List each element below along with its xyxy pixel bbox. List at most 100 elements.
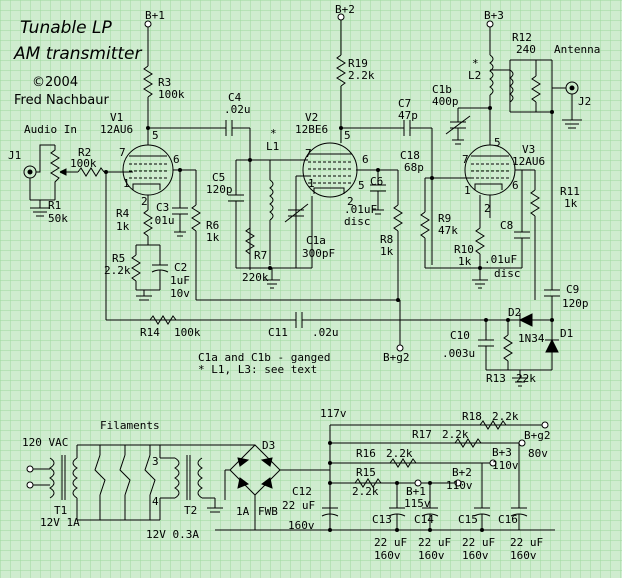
c16-value: 22 uF [510, 536, 544, 549]
c10-value: .003u [442, 347, 476, 360]
c12-rating: 160v [288, 519, 315, 532]
c1a-name: C1a [306, 234, 326, 247]
c2-name: C2 [174, 261, 188, 274]
transformer-t1-secondary [72, 457, 78, 499]
d2-type: 1N34 [518, 332, 545, 345]
c5-name: C5 [212, 171, 226, 184]
bg2-terminal [396, 344, 404, 352]
resistor-r10 [475, 227, 485, 255]
c16-rating: 160v [510, 549, 537, 562]
r18-value: 2.2k [492, 410, 519, 423]
coupling-coil [509, 69, 514, 103]
v1-pin-2: 2 [141, 195, 148, 208]
resistor-r17 [454, 438, 482, 448]
r5-name: R5 [112, 252, 126, 265]
v1-pin-6: 6 [173, 153, 180, 166]
v1-name: V1 [110, 111, 124, 124]
v3-type: 12AU6 [512, 155, 546, 168]
copyright-text: ©2004 [32, 75, 79, 90]
t2-rating: 12V 0.3A [146, 528, 199, 541]
c1b-value: 400p [432, 95, 459, 108]
r4-value: 1k [116, 220, 130, 233]
b1-tap-terminal [414, 479, 422, 487]
c9-value: 120p [562, 297, 589, 310]
r14-value: 100k [174, 326, 201, 339]
v2-pin-2: 2 [347, 195, 354, 208]
v115-label: 115v [404, 497, 431, 510]
v1-pin-5: 5 [152, 129, 159, 142]
b1-supply-label: B+1 [406, 485, 426, 498]
resistor-r5 [131, 254, 141, 282]
d2-name: D2 [508, 306, 522, 319]
r8-value: 1k [380, 245, 394, 258]
c3-name: C3 [156, 201, 170, 214]
r19-value: 2.2k [348, 69, 375, 82]
resistor-r14 [149, 315, 177, 325]
resistor-r13 [503, 334, 513, 362]
r19-name: R19 [348, 57, 368, 70]
b3-supply-label: B+3 [492, 446, 512, 459]
c6-type: disc [344, 215, 371, 228]
resistor-r4 [143, 209, 153, 237]
t2-pin-4: 4 [152, 495, 159, 508]
transformer-t1-primary [49, 457, 55, 499]
v3-pin-6: 6 [512, 179, 519, 192]
c11-value: .02u [312, 326, 339, 339]
l2-name: L2 [468, 69, 482, 82]
resistor-r9 [420, 211, 430, 239]
j2-label: J2 [578, 95, 592, 108]
r16-name: R16 [356, 447, 376, 460]
resistor-r7 [245, 227, 255, 255]
resistor-r12 [531, 75, 541, 103]
d1-name: D1 [560, 327, 574, 340]
c15-value: 22 uF [462, 536, 496, 549]
r12-name: R12 [512, 31, 532, 44]
filament-1 [94, 454, 106, 496]
t2-name: T2 [184, 504, 198, 517]
r3-value: 100k [158, 88, 185, 101]
l1-star: * [270, 127, 277, 140]
bridge-label: FWB [258, 505, 278, 518]
r12-value: 240 [516, 43, 536, 56]
v117-label: 117v [320, 407, 347, 420]
r2-name: R2 [78, 146, 92, 159]
c13-name: C13 [372, 513, 392, 526]
resistor-r16 [389, 458, 417, 468]
note-ganged: C1a and C1b - ganged [198, 351, 331, 364]
mains-terminal-2 [26, 481, 34, 489]
c5-value: 120p [206, 183, 233, 196]
c12-name: C12 [292, 485, 312, 498]
audio-in-label: Audio In [24, 123, 77, 136]
transformer-t2-primary [174, 457, 180, 499]
bg2-supply-label: B+g2 [524, 429, 551, 442]
r1-name: R1 [48, 199, 62, 212]
r5-value: 2.2k [104, 264, 131, 277]
c18-name: C18 [400, 149, 420, 162]
r8-name: R8 [380, 233, 394, 246]
r17-value: 2.2k [442, 428, 469, 441]
c13-value: 22 uF [374, 536, 408, 549]
c11-name: C11 [268, 326, 288, 339]
b2-supply-label: B+2 [452, 466, 472, 479]
c6-name: C6 [370, 175, 384, 188]
resistor-r8 [393, 204, 403, 232]
r6-value: 1k [206, 231, 220, 244]
mains-label: 120 VAC [22, 436, 69, 449]
l2-star: * [472, 57, 479, 70]
r14-name: R14 [140, 326, 160, 339]
filament-3 [144, 454, 156, 496]
c18-value: 68p [404, 161, 424, 174]
mains-terminal-1 [26, 465, 34, 473]
filaments-label: Filaments [100, 419, 160, 432]
v1-type: 12AU6 [100, 123, 134, 136]
resistor-r15 [354, 478, 382, 488]
c8-type: disc [494, 267, 521, 280]
resistor-r3 [143, 65, 153, 98]
c16-name: C16 [498, 513, 518, 526]
v1-pin-7: 7 [119, 146, 126, 159]
title-line-2: AM transmitter [14, 44, 142, 64]
potentiometer-r1 [50, 145, 60, 190]
v3-pin-2: 2 [484, 202, 491, 215]
